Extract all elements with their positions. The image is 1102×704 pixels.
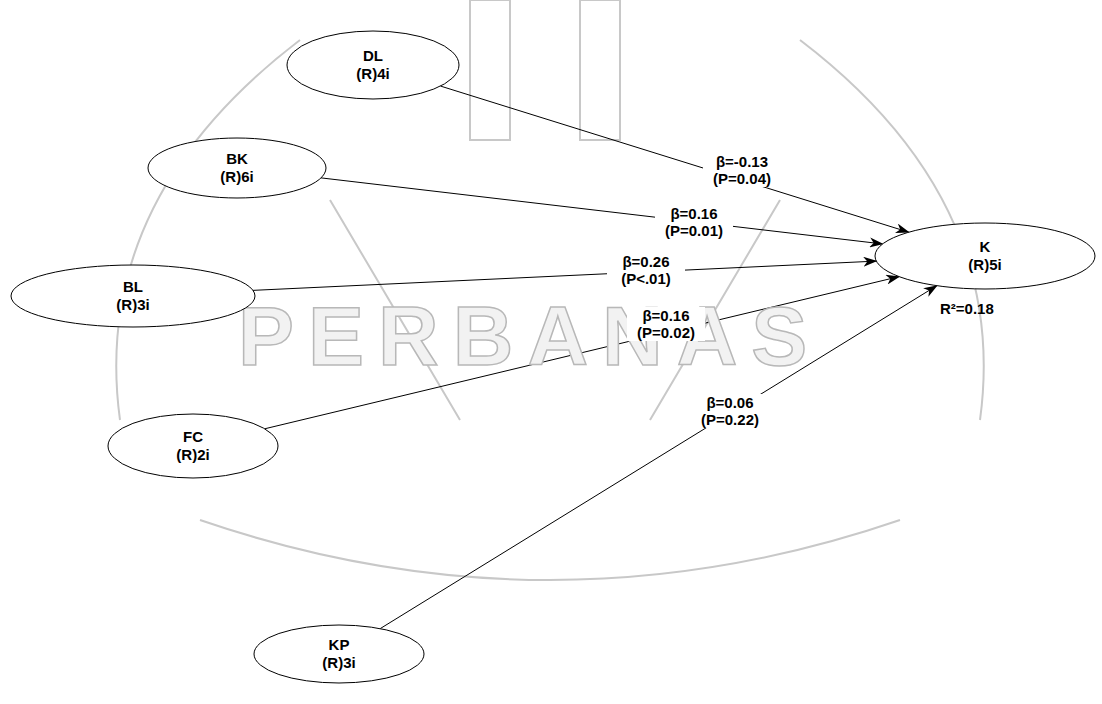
emblem-arc <box>200 520 900 580</box>
latent-variable-ellipse: FC(R)2i <box>107 413 279 479</box>
variable-name: DL <box>363 47 383 65</box>
variable-name: BK <box>226 150 248 168</box>
r-squared-label: R²=0.18 <box>940 300 994 317</box>
variable-name: FC <box>183 428 203 446</box>
variable-name: BL <box>123 278 143 296</box>
latent-variable-ellipse: BK(R)6i <box>147 137 327 199</box>
watermark-text: PERBANAS <box>238 288 821 385</box>
path-coefficient: β=0.06 (P=0.22) <box>691 394 769 428</box>
path-coefficient: β=-0.13 (P=0.04) <box>703 153 781 187</box>
emblem-pillar <box>580 0 620 140</box>
path-arrow <box>321 178 883 244</box>
indicator-count: (R)3i <box>322 654 355 672</box>
indicator-count: (R)3i <box>116 296 149 314</box>
indicator-count: (R)5i <box>968 256 1001 274</box>
emblem-pillar <box>470 0 510 140</box>
latent-variable-ellipse: K(R)5i <box>874 222 1096 290</box>
path-coefficient: β=0.26 (P<.01) <box>607 253 685 287</box>
latent-variable-ellipse: BL(R)3i <box>10 264 256 328</box>
latent-variable-ellipse: KP(R)3i <box>253 624 425 684</box>
latent-variable-ellipse: DL(R)4i <box>286 30 460 100</box>
variable-name: K <box>980 238 991 256</box>
variable-name: KP <box>329 636 350 654</box>
path-coefficient: β=0.16 (P=0.01) <box>655 205 733 239</box>
path-arrow <box>253 261 876 290</box>
indicator-count: (R)4i <box>356 65 389 83</box>
indicator-count: (R)6i <box>220 168 253 186</box>
path-coefficient: β=0.16 (P=0.02) <box>627 307 705 341</box>
indicator-count: (R)2i <box>176 446 209 464</box>
